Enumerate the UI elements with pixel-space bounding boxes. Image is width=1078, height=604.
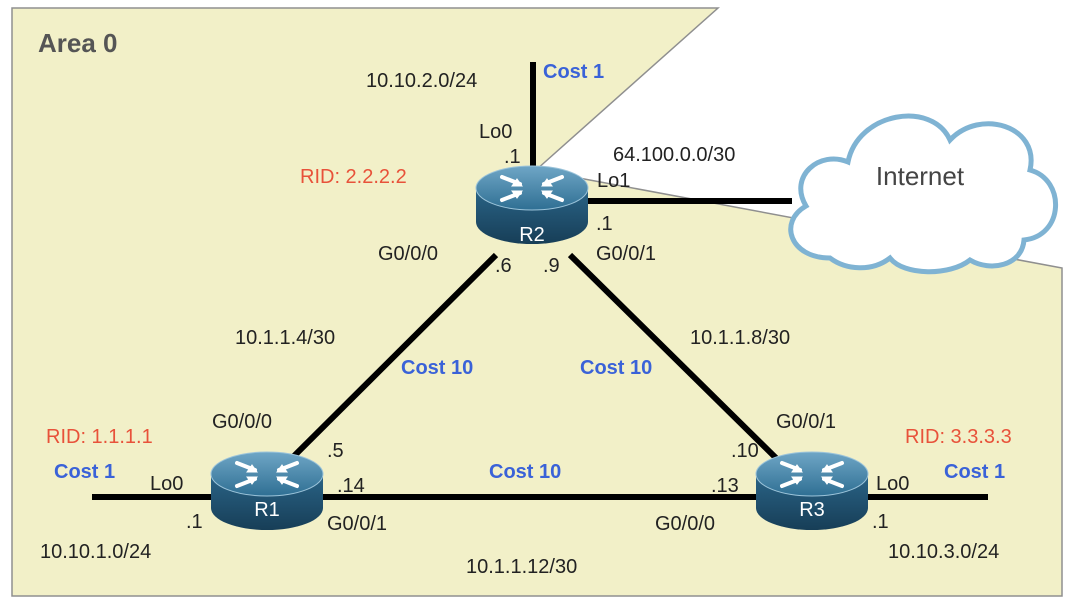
r2-lo1-network: 64.100.0.0/30 [613,144,735,166]
r1-r2-network: 10.1.1.4/30 [235,327,335,349]
r2-g000-address: .6 [495,255,512,277]
r2-g000-interface: G0/0/0 [378,243,438,265]
r2-r3-network: 10.1.1.8/30 [690,327,790,349]
r1-r2-cost: Cost 10 [401,357,473,379]
r2-lo0-network: 10.10.2.0/24 [366,70,477,92]
r1-r3-cost: Cost 10 [489,461,561,483]
r3-lo0-network: 10.10.3.0/24 [888,541,999,563]
r1-g000-interface: G0/0/0 [212,411,272,433]
router-r1[interactable]: R1 [209,450,325,532]
r1-r3-network: 10.1.1.12/30 [466,556,577,578]
r1-g001-address: .14 [337,475,365,497]
r1-lo0-address: .1 [186,511,203,533]
area-label: Area 0 [38,28,118,58]
r3-g000-interface: G0/0/0 [655,513,715,535]
r2-g001-interface: G0/0/1 [596,243,656,265]
r2-g001-address: .9 [543,255,560,277]
r2-r3-link [567,252,779,461]
r2-lo0-interface: Lo0 [479,121,512,143]
cloud-label: Internet [876,161,965,191]
r3-lo0-cost: Cost 1 [944,461,1005,483]
r3-g001-address: .10 [731,440,759,462]
r1-lo0-network: 10.10.1.0/24 [40,541,151,563]
cloud-icon: Internet [788,113,1058,275]
r3-rid: RID: 3.3.3.3 [905,426,1012,448]
r3-lo0-interface: Lo0 [876,473,909,495]
area-0-region [11,7,1063,597]
r1-lo0-cost: Cost 1 [54,461,115,483]
r1-g000-address: .5 [327,440,344,462]
router-r2-name: R2 [519,224,545,246]
r2-lo1-address: .1 [596,213,613,235]
r2-rid: RID: 2.2.2.2 [300,166,407,188]
r3-lo0-address: .1 [872,511,889,533]
r1-g001-interface: G0/0/1 [327,513,387,535]
r3-g000-address: .13 [711,475,739,497]
r1-lo0-interface: Lo0 [150,473,183,495]
r2-lo0-cost: Cost 1 [543,61,604,83]
r2-lo1-interface: Lo1 [597,170,630,192]
router-r3-name: R3 [799,499,825,521]
r3-g001-interface: G0/0/1 [776,411,836,433]
r2-r3-cost: Cost 10 [580,357,652,379]
router-r1-name: R1 [254,499,280,521]
router-r3[interactable]: R3 [754,450,870,532]
r1-rid: RID: 1.1.1.1 [46,426,153,448]
router-r2[interactable]: R2 [474,164,590,246]
r1-r2-link [289,252,499,461]
r2-lo0-address: .1 [504,146,521,168]
